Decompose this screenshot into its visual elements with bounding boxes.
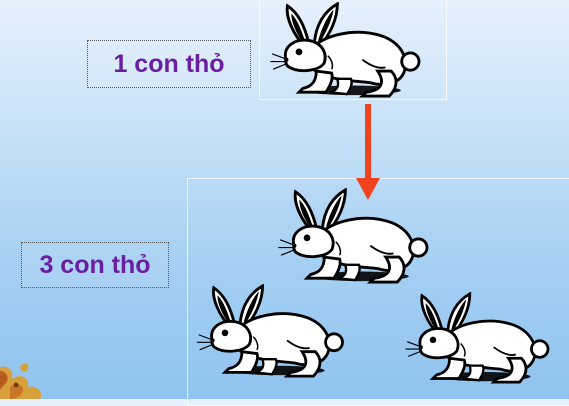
rabbit-icon	[268, 2, 426, 98]
floral-ornament-icon	[0, 363, 42, 399]
label-three-rabbits-text: 3 con thỏ	[39, 250, 151, 279]
rabbit-icon	[196, 284, 348, 378]
label-three-rabbits: 3 con thỏ	[21, 242, 169, 288]
rabbit-icon	[404, 292, 554, 384]
rabbit-icon	[276, 188, 434, 284]
arrow-down-icon	[356, 104, 380, 200]
label-one-rabbit-text: 1 con thỏ	[113, 49, 225, 78]
label-one-rabbit: 1 con thỏ	[87, 40, 251, 88]
single-rabbit-frame	[259, 0, 447, 100]
